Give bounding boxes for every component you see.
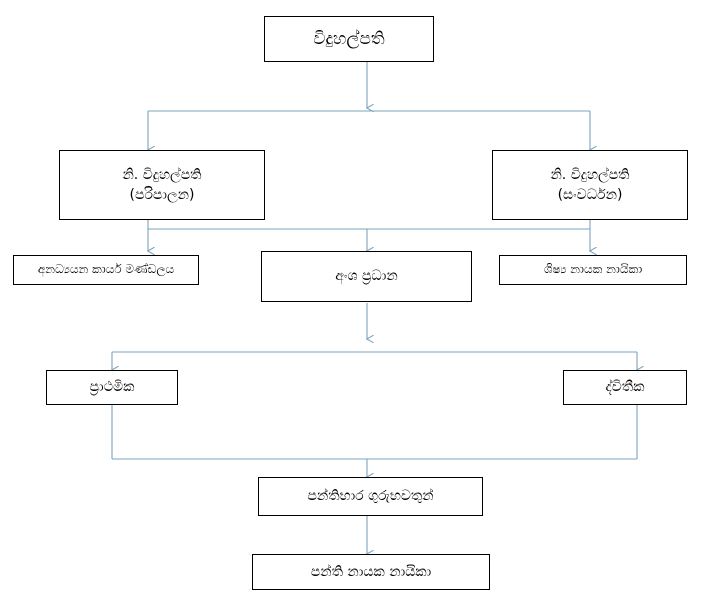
node-non-academic-staff-label: අනධ්‍යයන කාර්ය මණ්ඩලය — [37, 262, 175, 277]
node-deputy-admin-label-line2: (පරිපාලන) — [129, 187, 195, 203]
node-deputy-dev-label-line1: නි. විදුහල්පති — [550, 166, 630, 183]
node-class-monitors[interactable]: පන්ති නායක නායිකා — [252, 554, 490, 590]
node-class-teachers-label: පන්තිභාර ගුරුභවතුන් — [307, 488, 434, 505]
node-principal-label: විදුහල්පති — [313, 28, 385, 49]
node-secondary-section[interactable]: ද්විතීක — [563, 370, 687, 405]
node-primary-label: ප්‍රාථමික — [89, 379, 135, 396]
node-class-monitors-label: පන්ති නායක නායිකා — [310, 563, 432, 580]
node-section-heads-label: අංශ ප්‍රධාන — [335, 268, 398, 285]
node-deputy-principal-development[interactable]: නි. විදුහල්පති (සංවර්ධන) — [492, 150, 688, 220]
node-student-leaders[interactable]: ශිෂ්‍ය නායක නායිකා — [499, 255, 687, 285]
node-deputy-admin-label-line1: නි. විදුහල්පති — [122, 166, 202, 183]
node-class-teachers[interactable]: පන්තිභාර ගුරුභවතුන් — [258, 477, 483, 516]
node-non-academic-staff[interactable]: අනධ්‍යයන කාර්ය මණ්ඩලය — [13, 255, 199, 285]
node-section-heads[interactable]: අංශ ප්‍රධාන — [261, 251, 472, 302]
node-secondary-label: ද්විතීක — [605, 379, 645, 396]
node-student-leaders-label: ශිෂ්‍ය නායක නායිකා — [543, 262, 643, 277]
node-principal[interactable]: විදුහල්පති — [264, 16, 434, 62]
node-primary-section[interactable]: ප්‍රාථමික — [46, 370, 178, 405]
node-deputy-dev-label-line2: (සංවර්ධන) — [557, 187, 623, 203]
node-deputy-principal-administration[interactable]: නි. විදුහල්පති (පරිපාලන) — [59, 150, 265, 220]
